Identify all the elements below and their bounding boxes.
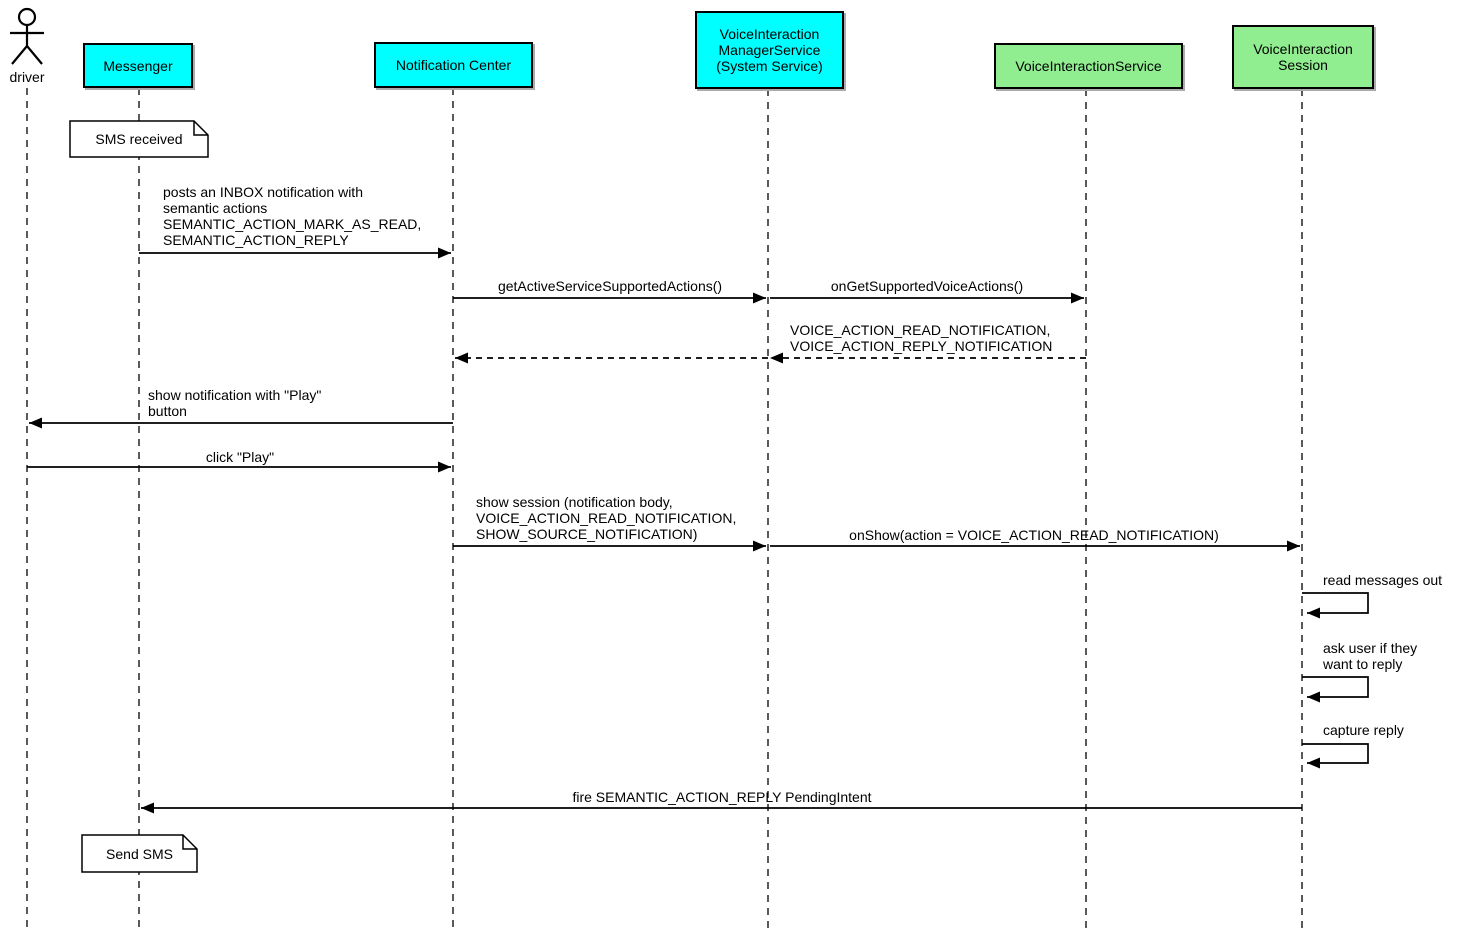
note-sms-received-fold (193, 121, 208, 136)
message-label-fire-semantic-action-reply: fire SEMANTIC_ACTION_REPLY PendingIntent (572, 789, 872, 805)
message-label-show-notification-play: show notification with "Play" button (148, 387, 322, 419)
note-shapes (69, 120, 209, 873)
message-label-voice-actions-return: VOICE_ACTION_READ_NOTIFICATION, VOICE_AC… (790, 322, 1053, 354)
message-label-show-session: show session (notification body, VOICE_A… (476, 494, 737, 542)
message-label-on-show: onShow(action = VOICE_ACTION_READ_NOTIFI… (849, 527, 1219, 543)
note-send-sms: Send SMS (106, 845, 173, 862)
message-label-get-active-service-supported-actions: getActiveServiceSupportedActions() (497, 278, 723, 294)
message-label-click-play: click "Play" (205, 449, 275, 465)
message-label-posts-inbox-notification: posts an INBOX notification with semanti… (163, 184, 422, 248)
lifelines (26, 88, 1303, 929)
self-arrow-read-messages-out (1302, 592, 1369, 619)
message-label-capture-reply: capture reply (1323, 722, 1404, 738)
message-label-ask-user-reply: ask user if they want to reply (1323, 640, 1418, 672)
participant-voice-interaction-service: VoiceInteractionService (994, 43, 1183, 89)
participant-voice-interaction-manager-service: VoiceInteraction ManagerService (System … (695, 11, 844, 89)
note-send-sms-fold (182, 835, 197, 850)
message-label-read-messages-out: read messages out (1323, 572, 1443, 588)
note-sms-received-shape (69, 120, 209, 158)
note-sms-received: SMS received (95, 131, 183, 147)
self-arrow-ask-user-reply (1302, 676, 1369, 703)
message-label-on-get-supported-voice-actions: onGetSupportedVoiceActions() (830, 278, 1024, 294)
actor-driver-icon (10, 7, 44, 65)
note-send-sms-shape (81, 834, 198, 873)
self-arrow-capture-reply (1302, 743, 1369, 769)
message-arrows (27, 247, 1369, 814)
participant-notification-center: Notification Center (374, 42, 533, 88)
participant-messenger: Messenger (83, 43, 193, 88)
participant-voice-interaction-session: VoiceInteraction Session (1232, 25, 1374, 89)
actor-driver-label: driver (9, 69, 45, 85)
